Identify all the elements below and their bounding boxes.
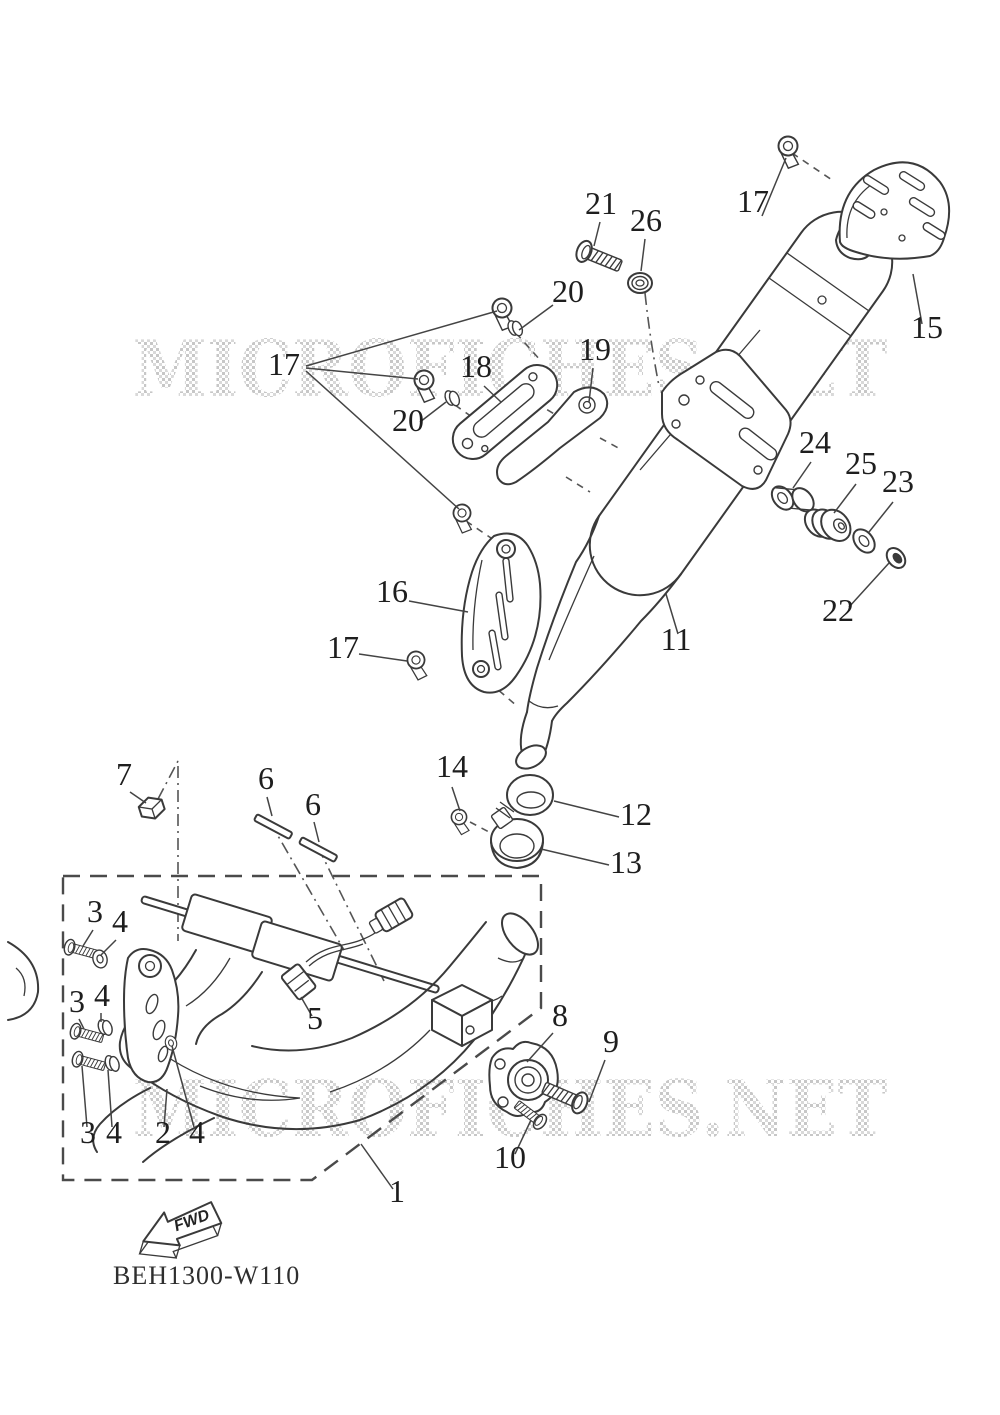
part-number-label: 25 — [845, 445, 877, 481]
leader-line — [526, 1032, 554, 1063]
leader-line — [833, 483, 857, 514]
oxygen-sensor — [280, 897, 414, 1001]
pipe-bracket — [123, 948, 180, 1084]
leader-line — [848, 562, 890, 608]
part-number-label: 17 — [327, 629, 359, 665]
part-number-label: 15 — [911, 309, 943, 345]
gasket-ring — [506, 774, 554, 816]
part-number-label: 26 — [630, 202, 662, 238]
leader-line — [514, 1119, 532, 1155]
leader-line — [912, 273, 923, 325]
fwd-arrow: FWD — [138, 1201, 223, 1259]
part-number-label: 17 — [268, 346, 300, 382]
leader-line — [419, 401, 447, 423]
rubber-mount-hub — [488, 1040, 559, 1117]
leader-line — [408, 600, 469, 613]
part-number-label: 4 — [94, 977, 110, 1013]
leader-line — [640, 238, 646, 272]
leader-line — [163, 1088, 168, 1128]
part-number-label: 13 — [610, 844, 642, 880]
part-number-label: 3 — [87, 893, 103, 929]
leader-line — [868, 501, 894, 533]
leader-line — [665, 593, 679, 635]
part-number-label: 3 — [69, 983, 85, 1019]
muffler-stay-bracket — [496, 386, 609, 486]
exhaust-header — [7, 893, 539, 1163]
leader-line — [593, 221, 601, 247]
part-number-label: 1 — [389, 1173, 405, 1209]
part-number-label: 17 — [737, 183, 769, 219]
part-number-label: 6 — [305, 786, 321, 822]
leader-line — [305, 367, 419, 380]
part-number-label: 3 — [80, 1114, 96, 1150]
part-number-label: 11 — [661, 621, 692, 657]
leader-line — [588, 1059, 606, 1103]
leader-line — [300, 996, 313, 1017]
part-number-label: 20 — [392, 402, 424, 438]
flange-nut — [137, 796, 166, 820]
leader-line — [305, 370, 460, 510]
leader-line — [81, 1065, 88, 1128]
part-number-label: 21 — [585, 185, 617, 221]
diagram-code: BEH1300-W110 — [113, 1261, 300, 1290]
part-number-label: 23 — [882, 463, 914, 499]
clamp-bolt — [444, 805, 477, 838]
leader-line — [305, 310, 498, 367]
muffler-bracket-plate — [661, 348, 792, 490]
part-number-label: 9 — [603, 1023, 619, 1059]
leader-line — [483, 385, 502, 403]
part-number-label: 2 — [155, 1114, 171, 1150]
part-number-label: 5 — [307, 1000, 323, 1036]
part-number-label: 7 — [116, 756, 132, 792]
part-number-label: 8 — [552, 997, 568, 1033]
flange-bolt — [69, 1049, 108, 1075]
part-number-label: 24 — [799, 424, 831, 460]
part-number-label: 4 — [112, 903, 128, 939]
assembly-dashed-box — [61, 874, 543, 1182]
leader-line — [107, 1069, 113, 1128]
leader-line — [761, 157, 787, 217]
spring-washer — [103, 1052, 122, 1075]
leader-line — [82, 929, 94, 947]
part-number-label: 19 — [579, 331, 611, 367]
stay-bolt — [572, 237, 626, 278]
leader-line — [100, 939, 117, 956]
mount-damper-set — [770, 485, 907, 569]
exhaust-clamp — [490, 801, 544, 869]
part-number-label: 16 — [376, 573, 408, 609]
leader-line — [171, 1045, 195, 1128]
leader-line — [129, 791, 147, 804]
cap-screw — [768, 131, 811, 173]
part-number-label: 20 — [552, 273, 584, 309]
stud-gasket — [253, 813, 293, 840]
leader-line — [518, 304, 554, 331]
leader-line — [451, 786, 461, 812]
leader-line — [313, 821, 320, 843]
part-number-label: 10 — [494, 1139, 526, 1175]
shield-screw — [444, 500, 482, 537]
leader-line — [553, 800, 620, 818]
muffler-end-cap — [838, 161, 951, 260]
leader-line — [358, 653, 408, 662]
part-number-label: 18 — [460, 348, 492, 384]
part-number-label: 22 — [822, 592, 854, 628]
heat-shield-lower — [460, 532, 542, 694]
stud-gasket — [298, 836, 338, 863]
heat-shield-upper — [451, 364, 559, 460]
leader-line — [78, 1018, 85, 1030]
leader-line — [266, 796, 273, 817]
leader-line — [540, 848, 610, 866]
leader-line — [588, 367, 594, 403]
part-number-label: 4 — [106, 1114, 122, 1150]
shield-screw — [399, 647, 436, 684]
part-number-label: 12 — [620, 796, 652, 832]
leader-line — [360, 1143, 394, 1190]
part-number-label: 14 — [436, 748, 468, 784]
part-number-label: 4 — [189, 1114, 205, 1150]
leader-line — [792, 461, 812, 489]
part-number-label: 6 — [258, 760, 274, 796]
grommet-washer-26 — [627, 272, 653, 294]
